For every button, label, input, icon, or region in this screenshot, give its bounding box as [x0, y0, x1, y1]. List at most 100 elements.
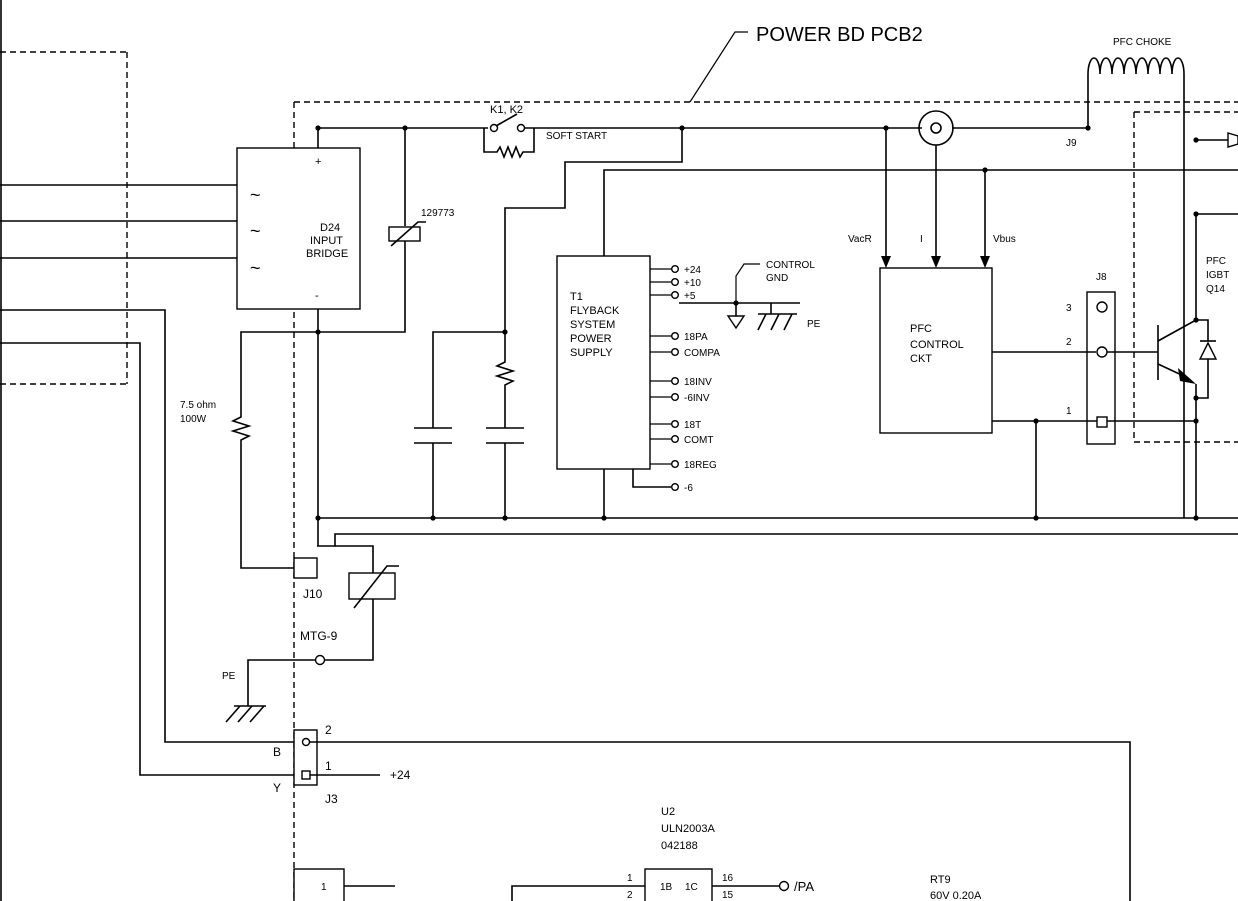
resistor-text-2: 100W — [180, 414, 207, 425]
relay-label: K1, K2 — [490, 104, 523, 116]
bridge-text-3: BRIDGE — [306, 248, 348, 260]
pfc-control-text-1: PFC — [910, 323, 932, 335]
relay-k1-k2 — [483, 113, 535, 160]
u2-text-3: 042188 — [661, 840, 698, 852]
u2-pin1: 1 — [627, 873, 633, 884]
pin-compa: COMPA — [684, 348, 720, 359]
u2-ic-body — [644, 868, 713, 901]
wire-y — [0, 342, 300, 776]
pfc-igbt-q14 — [1157, 132, 1238, 518]
bridge-plus: + — [315, 156, 321, 168]
j8-pin3: 3 — [1066, 303, 1072, 314]
flyback-pins — [650, 265, 680, 492]
flyback-text-1: T1 — [570, 291, 583, 303]
input-bridge-d24 — [236, 147, 361, 310]
bridge-minus: - — [315, 290, 319, 302]
u2-input-wire — [511, 885, 645, 901]
pfc-choke-label: PFC CHOKE — [1113, 37, 1172, 48]
control-gnd-text-2: GND — [766, 273, 788, 284]
u2-pin2: 2 — [627, 890, 633, 901]
j9-label: J9 — [1066, 138, 1077, 149]
thermistor-2 — [225, 545, 399, 723]
igbt-text-3: Q14 — [1206, 284, 1225, 295]
resistor-7p5-ohm — [230, 331, 318, 569]
flyback-text-4: POWER — [570, 333, 612, 345]
pfc-control-text-3: CKT — [910, 353, 932, 365]
rt9-text-1: RT9 — [930, 874, 951, 886]
power-board-outline — [293, 101, 1238, 901]
control-gnd-symbol — [679, 263, 800, 331]
j3-pin2: 2 — [325, 723, 332, 737]
external-dashed-box — [0, 51, 128, 385]
j8-pin1: 1 — [1066, 406, 1072, 417]
j3-b: B — [273, 745, 281, 759]
bridge-tilde-1: ~ — [250, 185, 261, 205]
pin-plus10: +10 — [684, 278, 701, 289]
pfc-control-text-2: CONTROL — [910, 339, 964, 351]
pfc-choke — [1087, 57, 1185, 518]
bridge-tilde-3: ~ — [250, 258, 261, 278]
pin-18pa: 18PA — [684, 332, 708, 343]
u2-pin-1b: 1B — [660, 882, 673, 893]
pin-plus24: +24 — [684, 265, 701, 276]
mtg-pe: PE — [222, 671, 236, 682]
thermistor-129773 — [318, 128, 426, 333]
u2-pa-terminal — [778, 880, 790, 892]
pin-18inv: 18INV — [684, 377, 712, 388]
bridge-text-2: INPUT — [310, 235, 343, 247]
wire-b — [0, 309, 300, 743]
u2-text-1: U2 — [661, 806, 675, 818]
pfc-control-ckt — [879, 267, 993, 434]
cap-1-top — [432, 331, 505, 428]
resistor-text-1: 7.5 ohm — [180, 400, 216, 411]
u2-text-2: ULN2003A — [661, 823, 715, 835]
soft-start-label: SOFT START — [546, 131, 607, 142]
rt9-text-2: 60V 0.20A — [930, 890, 982, 901]
j8-pin2: 2 — [1066, 337, 1072, 348]
igbt-dashed-box — [1133, 111, 1238, 443]
current-sensor-toroid — [918, 110, 954, 146]
bridge-text-1: D24 — [320, 222, 340, 234]
pin-m6: -6 — [684, 483, 693, 494]
u2-pin15: 15 — [722, 890, 734, 901]
return-rail-2 — [317, 533, 1238, 547]
j3-pin2-wire — [309, 741, 1131, 901]
flyback-text-5: SUPPLY — [570, 347, 613, 359]
sense-vacr: VacR — [848, 234, 872, 245]
control-gnd-pe: PE — [807, 319, 821, 330]
pin-plus5: +5 — [684, 291, 696, 302]
j3-y: Y — [273, 781, 281, 795]
j8-label: J8 — [1096, 272, 1107, 283]
flyback-supply-t1 — [556, 255, 651, 470]
thermistor-label: 129773 — [421, 208, 455, 219]
pin-18t: 18T — [684, 420, 701, 431]
title-leader — [689, 31, 748, 103]
bottom-connector — [293, 868, 345, 901]
capacitor-1 — [414, 427, 452, 518]
bridge-tilde-2: ~ — [250, 221, 261, 241]
board-title: POWER BD PCB2 — [756, 24, 923, 46]
sense-i: I — [920, 234, 923, 245]
mtg-label: MTG-9 — [300, 629, 338, 643]
j3-pin1: 1 — [325, 759, 332, 773]
connector-j10 — [293, 557, 318, 579]
connector-j3 — [293, 729, 318, 786]
flyback-text-2: FLYBACK — [570, 305, 620, 317]
vbus-rail — [603, 169, 1238, 256]
capacitor-2 — [486, 427, 524, 518]
igbt-text-2: IGBT — [1206, 270, 1229, 281]
pin-18reg: 18REG — [684, 460, 717, 471]
igbt-text-1: PFC — [1206, 256, 1226, 267]
u2-out-pa: /PA — [794, 879, 814, 894]
j3-plus24: +24 — [390, 768, 411, 782]
pin-comt: COMT — [684, 435, 713, 446]
control-gnd-text-1: CONTROL — [766, 260, 815, 271]
sense-vbus: Vbus — [993, 234, 1016, 245]
flyback-text-3: SYSTEM — [570, 319, 615, 331]
u2-pin16: 16 — [722, 873, 734, 884]
j3-label: J3 — [325, 792, 338, 806]
sense-arrows — [881, 128, 990, 268]
u2-pin-1c: 1C — [685, 882, 698, 893]
bottom-connector-pin1: 1 — [321, 882, 327, 893]
